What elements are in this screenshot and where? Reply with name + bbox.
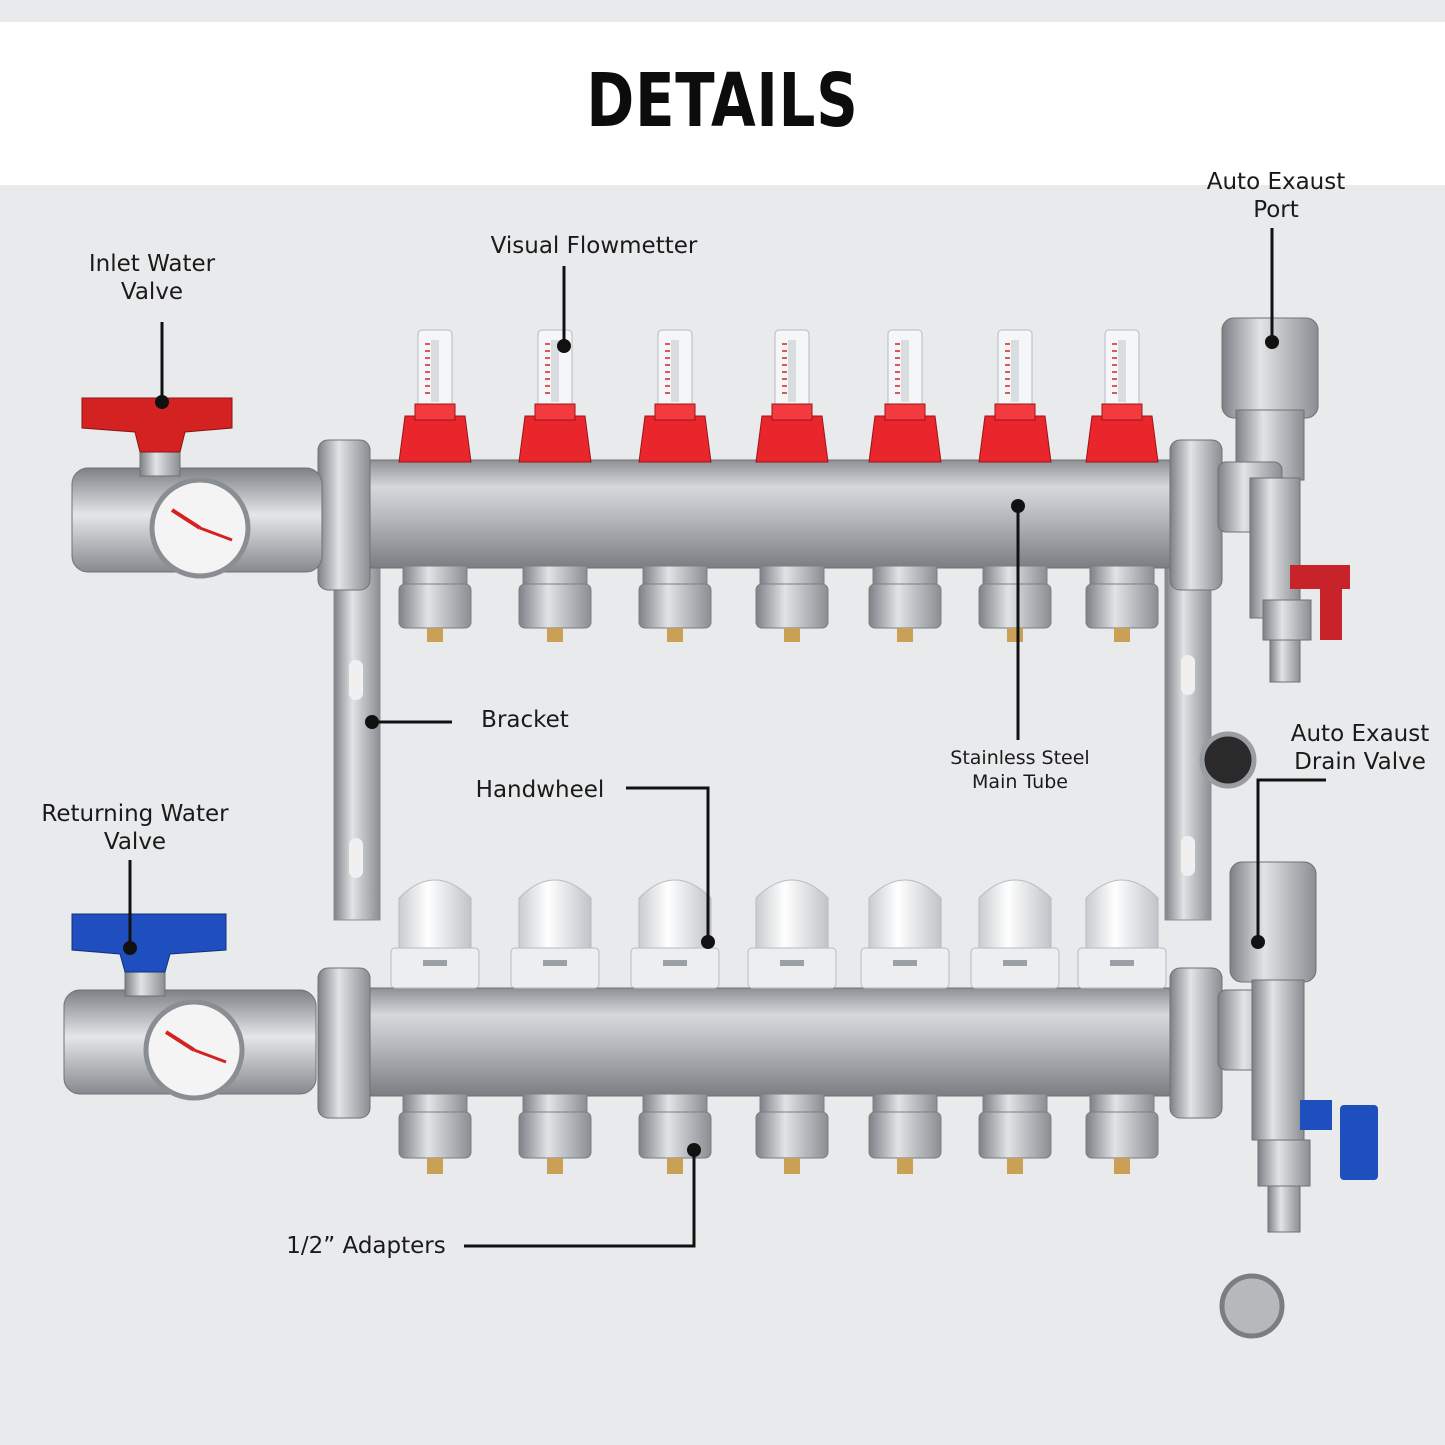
label-return-line-1: Returning Water xyxy=(41,801,229,827)
return-adapter-4 xyxy=(755,1093,829,1174)
label-drain-line-1: Auto Exaust xyxy=(1290,721,1430,747)
inlet-water-valve xyxy=(71,397,323,579)
label-port-line-1: Auto Exaust xyxy=(1206,169,1346,195)
label-inlet-line-1: Inlet Water xyxy=(88,251,216,277)
label-stainless-steel-main-tube: Stainless Steel Main Tube xyxy=(930,746,1110,794)
label-return-line-2: Valve xyxy=(103,829,167,855)
flowmeter-2 xyxy=(518,329,592,463)
label-drain-line-2: Drain Valve xyxy=(1294,749,1426,775)
flowmeter-5 xyxy=(868,329,942,463)
handwheel-5 xyxy=(860,879,950,989)
return-adapter-2 xyxy=(518,1093,592,1174)
leader-adapters xyxy=(464,1150,696,1248)
label-adapters: 1/2” Adapters xyxy=(286,1233,446,1259)
handwheel-row xyxy=(390,879,1167,989)
bracket-left xyxy=(333,559,381,921)
flowmeter-1 xyxy=(398,329,472,463)
supply-adapter-row xyxy=(398,565,1159,642)
auto-exhaust-port xyxy=(1199,317,1350,789)
label-inlet-line-2: Valve xyxy=(120,279,184,305)
label-auto-exhaust-drain-valve: Auto Exaust Drain Valve xyxy=(1272,720,1445,776)
return-adapter-7 xyxy=(1085,1093,1159,1174)
title-banner xyxy=(0,22,1445,185)
supply-adapter-6 xyxy=(978,565,1052,642)
label-tube-line-2: Main Tube xyxy=(972,771,1068,793)
supply-adapter-7 xyxy=(1085,565,1159,642)
label-port-line-2: Port xyxy=(1253,197,1299,223)
bracket-right xyxy=(1164,559,1212,921)
label-auto-exhaust-port: Auto Exaust Port xyxy=(1186,168,1366,224)
leader-handwheel xyxy=(626,786,710,942)
flowmeter-7 xyxy=(1085,329,1159,463)
label-visual-flowmetter: Visual Flowmetter xyxy=(490,233,698,259)
supply-adapter-5 xyxy=(868,565,942,642)
returning-water-valve xyxy=(63,913,317,1101)
label-tube-line-1: Stainless Steel xyxy=(950,747,1090,769)
leader-drain-valve xyxy=(1256,778,1326,940)
label-bracket: Bracket xyxy=(481,707,569,733)
flowmeter-4 xyxy=(755,329,829,463)
handwheel-7 xyxy=(1077,879,1167,989)
handwheel-1 xyxy=(390,879,480,989)
supply-adapter-1 xyxy=(398,565,472,642)
supply-adapter-3 xyxy=(638,565,712,642)
label-handwheel: Handwheel xyxy=(475,777,605,803)
handwheel-2 xyxy=(510,879,600,989)
return-adapter-6 xyxy=(978,1093,1052,1174)
label-inlet-water-valve: Inlet Water Valve xyxy=(62,250,242,306)
auto-exhaust-drain-valve xyxy=(1217,861,1378,1339)
page-title: DETAILS xyxy=(586,58,859,144)
leader-dots xyxy=(123,335,1279,1157)
supply-adapter-2 xyxy=(518,565,592,642)
flowmeter-row xyxy=(398,329,1159,463)
leader-lines xyxy=(128,228,1326,1248)
flowmeter-3 xyxy=(638,329,712,463)
handwheel-4 xyxy=(747,879,837,989)
return-adapter-1 xyxy=(398,1093,472,1174)
supply-main-tube xyxy=(317,439,1223,591)
return-adapter-3 xyxy=(638,1093,712,1174)
return-adapter-row xyxy=(398,1093,1159,1174)
label-returning-water-valve: Returning Water Valve xyxy=(28,800,242,856)
supply-adapter-4 xyxy=(755,565,829,642)
return-adapter-5 xyxy=(868,1093,942,1174)
flowmeter-6 xyxy=(978,329,1052,463)
handwheel-6 xyxy=(970,879,1060,989)
return-main-tube xyxy=(317,967,1223,1119)
handwheel-3 xyxy=(630,879,720,989)
